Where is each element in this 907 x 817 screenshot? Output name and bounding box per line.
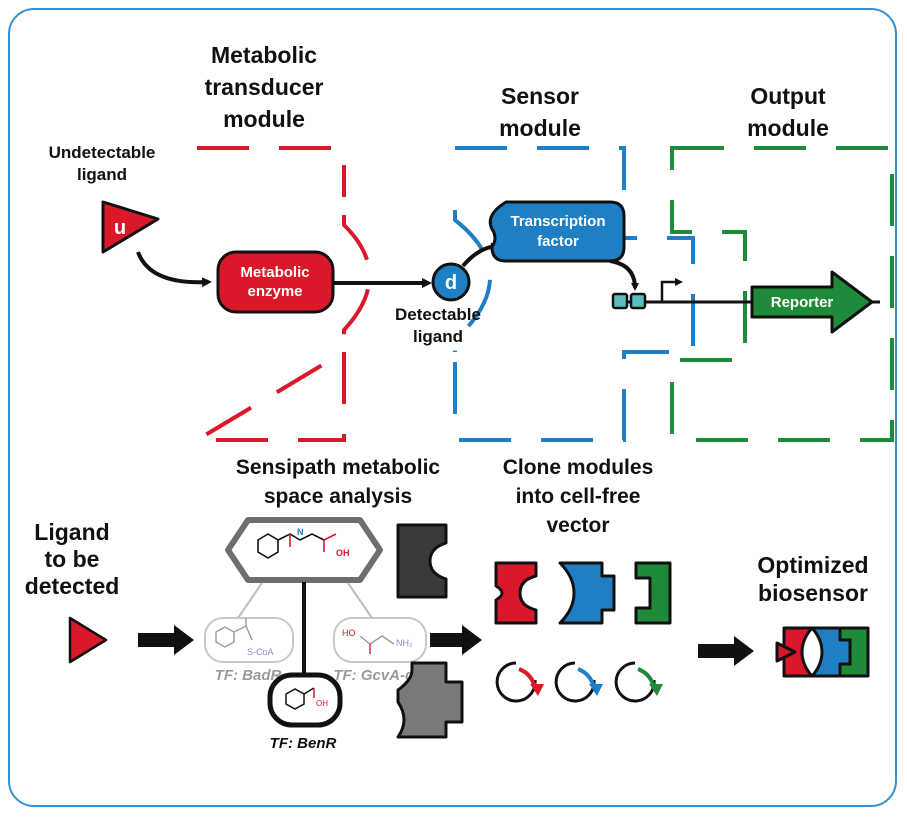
ligand-to-detect-line2: to be bbox=[45, 546, 100, 572]
operator-box-1 bbox=[611, 292, 629, 310]
optimized-title-line2: biosensor bbox=[758, 580, 868, 606]
ligand-triangle bbox=[68, 616, 108, 664]
clone-title-line3: vector bbox=[546, 514, 609, 537]
detectable-ligand-letter: d bbox=[445, 272, 457, 294]
green-puzzle-piece bbox=[634, 561, 672, 625]
gray-puzzle-piece bbox=[396, 661, 464, 739]
tf-benr-label: TF: BenR bbox=[270, 735, 337, 752]
benzoic-acid-structure bbox=[285, 687, 315, 710]
benr-oh-label: OH bbox=[316, 699, 328, 708]
header-metabolic-transducer-line3: module bbox=[223, 106, 305, 132]
dark-puzzle-piece bbox=[396, 523, 448, 599]
header-sensor-line1: Sensor bbox=[501, 83, 579, 109]
gcva-nh2-label: NH₂ bbox=[396, 638, 413, 648]
metabolic-module-box bbox=[189, 146, 372, 442]
clone-title-line2: into cell-free bbox=[516, 485, 641, 508]
metabolic-enzyme-box bbox=[216, 250, 335, 314]
metabolic-enzyme-label-line1: Metabolic bbox=[240, 264, 309, 281]
detectable-ligand-circle bbox=[431, 262, 471, 302]
glycine-structure bbox=[359, 635, 395, 654]
hippuric-oh-label: OH bbox=[336, 548, 350, 558]
reporter-arrow bbox=[750, 270, 874, 334]
red-puzzle-piece bbox=[494, 561, 538, 625]
connector-to-badr bbox=[237, 582, 263, 619]
sensipath-title-line2: space analysis bbox=[264, 485, 412, 508]
hippuric-acid-structure bbox=[257, 533, 337, 559]
blue-plasmid-icon bbox=[554, 661, 603, 703]
header-metabolic-transducer-line1: Metabolic bbox=[211, 42, 317, 68]
assembled-biosensor bbox=[775, 626, 870, 678]
sensipath-title-line1: Sensipath metabolic bbox=[236, 456, 441, 479]
tf-badr-label: TF: BadR bbox=[215, 667, 282, 684]
arrow-ligand-to-sensipath bbox=[138, 625, 194, 655]
green-plasmid-icon bbox=[614, 661, 663, 703]
undetectable-ligand-triangle bbox=[101, 200, 160, 254]
gcva-ho-label: HO bbox=[342, 628, 356, 638]
ligand-to-detect-line3: detected bbox=[25, 573, 120, 599]
clone-title-line1: Clone modules bbox=[503, 456, 654, 479]
benr-molecule-pill bbox=[267, 672, 343, 728]
badr-molecule-pill bbox=[204, 617, 294, 663]
blue-puzzle-piece bbox=[558, 561, 616, 625]
optimized-title-line1: Optimized bbox=[757, 552, 868, 578]
connector-to-gcva bbox=[347, 582, 373, 619]
arrow-ligand-to-enzyme bbox=[136, 251, 212, 288]
benzoyl-coa-structure bbox=[215, 618, 253, 648]
outer-frame bbox=[8, 8, 897, 807]
header-sensor-line2: module bbox=[499, 115, 581, 141]
transcription-factor-label-line2: factor bbox=[537, 233, 579, 250]
metabolic-enzyme-label-line2: enzyme bbox=[247, 283, 302, 300]
gcva-molecule-pill bbox=[333, 617, 427, 663]
ligand-to-detect-line1: Ligand bbox=[34, 519, 109, 545]
sensor-module-box bbox=[453, 146, 695, 442]
reporter-label: Reporter bbox=[771, 294, 834, 311]
red-plasmid-icon bbox=[495, 661, 544, 703]
arrow-clone-to-optimized bbox=[698, 636, 754, 666]
header-output-line2: module bbox=[747, 115, 829, 141]
badr-s-coa-label: S-CoA bbox=[247, 647, 274, 657]
undetectable-ligand-letter: u bbox=[114, 217, 126, 239]
undetectable-ligand-label-line1: Undetectable bbox=[49, 143, 156, 162]
hippuric-n-label: N bbox=[297, 527, 304, 537]
arrow-tf-to-operator bbox=[609, 259, 639, 291]
operator-box-2 bbox=[629, 292, 647, 310]
transcription-factor-label-line1: Transcription bbox=[510, 213, 605, 230]
header-output-line1: Output bbox=[750, 83, 826, 109]
header-metabolic-transducer-line2: transducer bbox=[205, 74, 324, 100]
hippuric-acid-hexagon bbox=[225, 517, 383, 583]
undetectable-ligand-label-line2: ligand bbox=[77, 165, 127, 184]
arrow-sensipath-to-clone bbox=[430, 625, 482, 655]
detectable-ligand-label-line2: ligand bbox=[413, 327, 463, 346]
detectable-ligand-label-line1: Detectable bbox=[395, 305, 481, 324]
promoter-arrow bbox=[660, 278, 683, 302]
tf-gcva-label: TF: GcvA-gly bbox=[333, 667, 427, 684]
transcription-factor-shape bbox=[488, 200, 626, 263]
